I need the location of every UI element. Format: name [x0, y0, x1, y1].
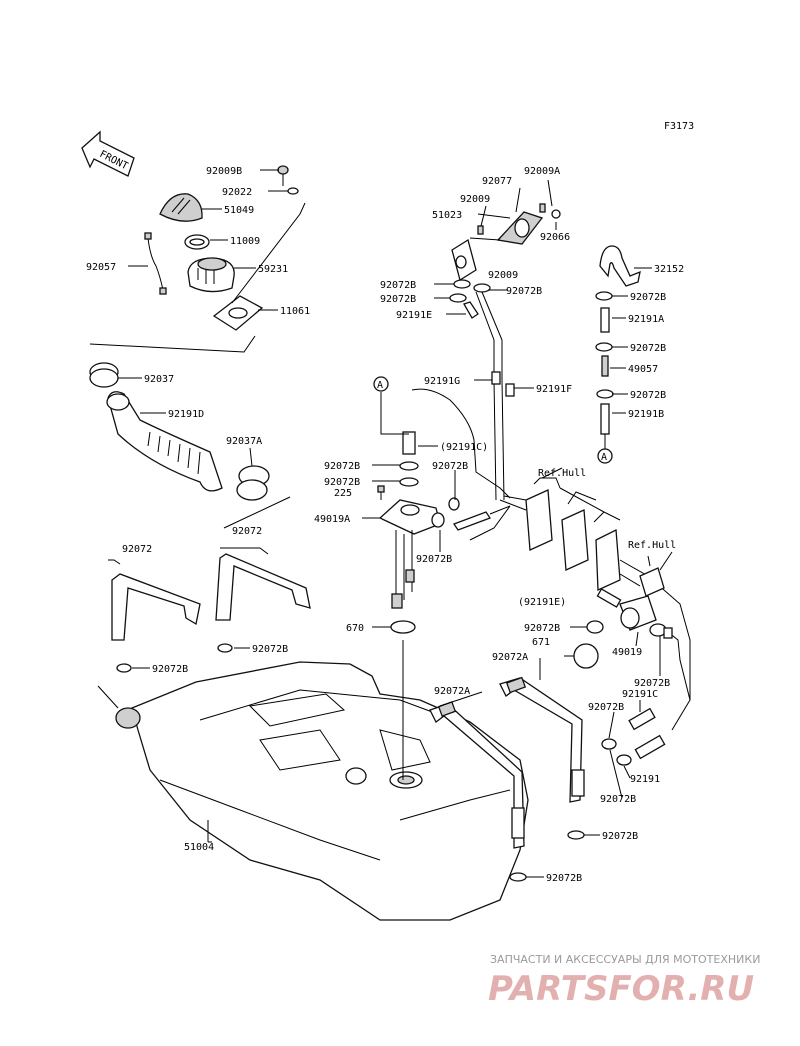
right-hose-column [595, 245, 641, 450]
label-92009: 92009 [460, 194, 490, 205]
filler-hose [89, 362, 291, 529]
label-671: 671 [532, 637, 550, 648]
label-92191a: 92191A [628, 314, 664, 325]
part-labels: 92009B 92022 51049 11009 92057 59231 110… [86, 166, 684, 884]
leader-lines [118, 169, 661, 878]
label-92072b-b1: 92072B [602, 831, 638, 842]
watermark-line2: PARTSFOR.RU [488, 969, 754, 1009]
label-51004: 51004 [184, 842, 214, 853]
label-49057: 49057 [628, 364, 658, 375]
label-92072a-1: 92072A [492, 652, 528, 663]
fuel-pump-assembly [377, 388, 511, 780]
label-92191e-paren: (92191E) [518, 597, 566, 608]
label-51049: 51049 [224, 205, 254, 216]
label-92072b-left1: 92072B [252, 644, 288, 655]
label-49019a: 49019A [314, 514, 350, 525]
watermark-line1: ЗАПЧАСТИ И АКСЕССУАРЫ ДЛЯ МОТОТЕХНИКИ [490, 953, 760, 966]
hull-clamps [525, 467, 691, 731]
label-92191c-paren: (92191C) [440, 442, 488, 453]
label-92072-left: 92072 [122, 544, 152, 555]
label-92072b-left2: 92072B [152, 664, 188, 675]
label-92072b-m2: 92072B [432, 461, 468, 472]
label-92009-2: 92009 [488, 270, 518, 281]
fuel-filter [596, 588, 691, 701]
label-92191c: 92191C [622, 689, 658, 700]
filler-cap-assembly [89, 165, 306, 353]
label-11009: 11009 [230, 236, 260, 247]
tank-straps-left [108, 547, 311, 641]
label-670: 670 [346, 623, 364, 634]
label-92072b-m4: 92072B [416, 554, 452, 565]
label-92072b-b2: 92072B [546, 873, 582, 884]
label-92072-right: 92072 [232, 526, 262, 537]
label-92072b-t2: 92072B [506, 286, 542, 297]
clip-92072b-left-upper [217, 643, 233, 653]
label-51023: 51023 [432, 210, 462, 221]
label-92037a: 92037A [226, 436, 262, 447]
label-92066: 92066 [540, 232, 570, 243]
label-92191f: 92191F [536, 384, 572, 395]
label-92072b-r3: 92072B [630, 390, 666, 401]
tank-straps-right [429, 676, 585, 849]
label-ref-hull-2: Ref.Hull [628, 540, 676, 551]
label-59231: 59231 [258, 264, 288, 275]
vent-valve-assembly [449, 203, 561, 511]
label-92009b: 92009B [206, 166, 242, 177]
front-arrow-icon: FRONT [81, 130, 135, 177]
label-92072b-m8: 92072B [600, 794, 636, 805]
label-92191b: 92191B [628, 409, 664, 420]
label-92191g: 92191G [424, 376, 460, 387]
fuel-tank [115, 661, 529, 921]
label-92072b-r1: 92072B [630, 292, 666, 303]
label-49019: 49019 [612, 647, 642, 658]
label-92009a: 92009A [524, 166, 560, 177]
label-92072b-t3: 92072B [380, 294, 416, 305]
label-92072b-m6: 92072B [634, 678, 670, 689]
label-ref-hull-1: Ref.Hull [538, 468, 586, 479]
label-92191: 92191 [630, 774, 660, 785]
label-92037: 92037 [144, 374, 174, 385]
label-92057: 92057 [86, 262, 116, 273]
label-92191d: 92191D [168, 409, 204, 420]
clip-92072b-bottom-lower [509, 872, 527, 882]
clip-92072b-left-lower [116, 663, 132, 673]
figure-code: F3173 [664, 121, 694, 132]
callout-a-left: A [373, 376, 389, 392]
label-92072a-2: 92072A [434, 686, 470, 697]
svg-text:A: A [601, 452, 607, 463]
watermark: ЗАПЧАСТИ И АКСЕССУАРЫ ДЛЯ МОТОТЕХНИКИ PA… [488, 953, 760, 1009]
clip-92072b-bottom-upper [567, 830, 585, 840]
label-225: 225 [334, 488, 352, 499]
svg-text:A: A [377, 380, 383, 391]
label-92077: 92077 [482, 176, 512, 187]
label-92072b-m3: 92072B [324, 477, 360, 488]
label-92072b-t1: 92072B [380, 280, 416, 291]
label-92072b-m7: 92072B [588, 702, 624, 713]
callout-a-right: A [597, 448, 613, 464]
label-92072b-m1: 92072B [324, 461, 360, 472]
label-92022: 92022 [222, 187, 252, 198]
label-92072b-m5: 92072B [524, 623, 560, 634]
label-92072b-r2: 92072B [630, 343, 666, 354]
label-32152: 32152 [654, 264, 684, 275]
right-lower-parts [573, 620, 666, 766]
label-11061: 11061 [280, 306, 310, 317]
label-92191e: 92191E [396, 310, 432, 321]
